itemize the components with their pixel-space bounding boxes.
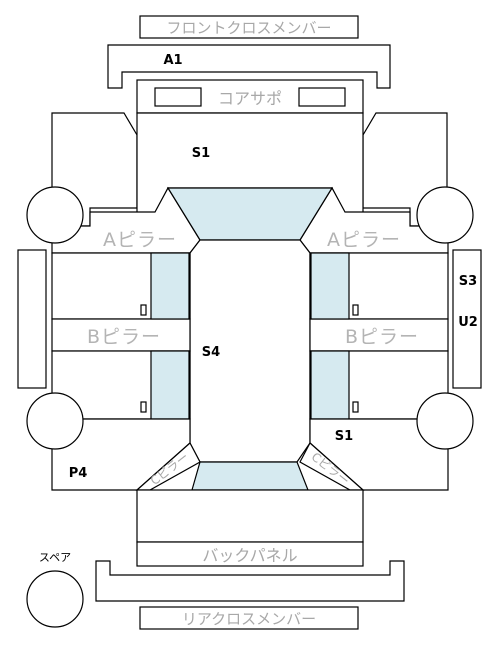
front-cross-member-label: フロントクロスメンバー bbox=[166, 19, 331, 37]
door-handle-front-left bbox=[140, 304, 147, 316]
wheel-rear-right[interactable] bbox=[416, 392, 474, 450]
wheel-front-right[interactable] bbox=[416, 186, 474, 244]
headlight-left[interactable] bbox=[154, 87, 202, 107]
front-bumper[interactable] bbox=[107, 44, 391, 89]
damage-code-roof: S4 bbox=[202, 345, 220, 360]
wheel-front-left[interactable] bbox=[26, 186, 84, 244]
rear-door-glass-left[interactable] bbox=[150, 350, 190, 420]
damage-code-right-side-top: S3 bbox=[459, 274, 477, 289]
b-pillar-right[interactable] bbox=[309, 318, 449, 352]
headlight-right[interactable] bbox=[298, 87, 346, 107]
rear-cross-member-label: リアクロスメンバー bbox=[182, 610, 316, 628]
rear-bumper[interactable] bbox=[95, 560, 405, 602]
front-cross-member-box[interactable] bbox=[139, 15, 359, 39]
damage-code-rear-right: S1 bbox=[335, 429, 353, 444]
side-sill-left[interactable] bbox=[17, 249, 47, 389]
front-door-glass-right[interactable] bbox=[310, 252, 350, 320]
damage-code-rear-left: P4 bbox=[69, 466, 88, 481]
damage-code-front-area: S1 bbox=[192, 146, 210, 161]
side-sill-right[interactable] bbox=[452, 249, 482, 389]
b-pillar-left[interactable] bbox=[51, 318, 191, 352]
spare-label: スペア bbox=[39, 551, 71, 564]
door-handle-rear-left bbox=[140, 401, 147, 413]
rear-cross-member-box[interactable] bbox=[139, 606, 359, 630]
core-support-label: コアサポ bbox=[218, 89, 282, 108]
b-pillar-right-label: Bピラー bbox=[345, 326, 419, 348]
rear-window[interactable] bbox=[191, 461, 309, 491]
back-panel[interactable] bbox=[136, 541, 364, 567]
wheel-rear-left[interactable] bbox=[26, 392, 84, 450]
trunk-lid[interactable] bbox=[136, 489, 364, 543]
back-panel-label: バックパネル bbox=[202, 546, 297, 565]
a-pillar-left-label: Aピラー bbox=[103, 229, 177, 251]
a-pillar-right-label: Aピラー bbox=[327, 229, 401, 251]
b-pillar-left-label: Bピラー bbox=[87, 326, 161, 348]
damage-code-front-member: A1 bbox=[163, 53, 182, 68]
spare-tire[interactable] bbox=[26, 570, 84, 628]
door-handle-rear-right bbox=[352, 401, 359, 413]
door-handle-front-right bbox=[352, 304, 359, 316]
damage-code-right-side-bottom: U2 bbox=[458, 315, 478, 330]
front-door-glass-left[interactable] bbox=[150, 252, 190, 320]
rear-door-glass-right[interactable] bbox=[310, 350, 350, 420]
